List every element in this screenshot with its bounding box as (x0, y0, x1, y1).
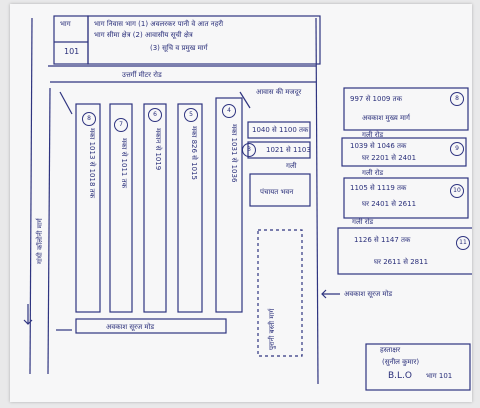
block-circle-8: 8 (82, 112, 96, 126)
officer-name: (सुनील कुमार) (382, 358, 420, 366)
block-text-4: मका 1031 से 1036 (230, 124, 238, 183)
vertical-box-label: पुरानी बस्ती मार्ग (268, 308, 276, 350)
right-box-4-circle: 11 (456, 236, 470, 250)
right-box-3-line-2: घर 2401 से 2611 (362, 200, 417, 208)
header-note-3: (3) सूचि व प्रमुख मार्ग (150, 44, 208, 52)
block-text-5: मका 826 से 1015 (190, 126, 198, 180)
bottom-road-label: अवकाश सूरज मोड (106, 323, 155, 331)
right-box-2-line-2: घर 2201 से 2401 (362, 154, 417, 162)
part-number: 101 (64, 47, 80, 56)
middle-box-2: 1021 से 1103 (266, 146, 311, 154)
block-text-7: मका से 1011 तक (120, 138, 128, 188)
middle-box-1: 1040 से 1100 तक (252, 126, 309, 134)
block-circle-6: 6 (148, 108, 162, 122)
middle-box-2-circle: 3 (242, 143, 256, 157)
block-text-8: मका 1013 से 1018 तक (88, 128, 96, 199)
left-road-label: गांधी कॉलोनी मार्ग (36, 218, 44, 264)
right-box-1-circle: 8 (450, 92, 464, 106)
right-box-3-circle: 10 (450, 184, 464, 198)
right-box-2-line-1: 1039 से 1046 तक (350, 142, 407, 150)
right-box-4-line-2: घर 2611 से 2811 (374, 258, 429, 266)
right-gali-3: गली रोड (352, 218, 374, 226)
handwritten-map-sheet: भाग 101 भाग निवास भाग (1) अवलरकर पानी वे… (10, 4, 472, 402)
right-top-road-label: आवास की मजदूर (256, 88, 302, 96)
header-note-1: भाग निवास भाग (1) अवलरकर पानी वे आत नहरी (94, 20, 224, 28)
top-road-label: उत्तर्गी मीटर रोड (122, 71, 162, 79)
right-gali-1: गली रोड (362, 131, 384, 139)
middle-box-3: पंचायत भवन (260, 188, 294, 196)
right-box-2-circle: 9 (450, 142, 464, 156)
footer-part: भाग 101 (426, 372, 453, 380)
header-label: भाग (60, 20, 71, 28)
block-text-6: मकान से 1019 (154, 128, 162, 171)
right-gali-2: गली रोड (362, 169, 384, 177)
block-circle-4: 4 (222, 104, 236, 118)
blo-label: B.L.O (388, 371, 412, 381)
middle-gali-label: गली (286, 162, 297, 170)
block-circle-5: 5 (184, 108, 198, 122)
right-box-1-line-2: अवकाश मुख्य मार्ग (362, 114, 410, 122)
right-box-4-line-1: 1126 से 1147 तक (354, 236, 411, 244)
signature: हस्ताक्षर (380, 346, 401, 354)
map-lines (23, 15, 472, 391)
right-side-road-label: अवकाश सूरज मोड (344, 290, 393, 298)
header-note-2: भाग सीमा क्षेत्र (2) आवासीय सूची क्षेत्र (94, 31, 193, 39)
right-box-3-line-1: 1105 से 1119 तक (350, 184, 407, 192)
block-circle-7: 7 (114, 118, 128, 132)
right-box-1-line-1: 997 से 1009 तक (350, 95, 402, 103)
